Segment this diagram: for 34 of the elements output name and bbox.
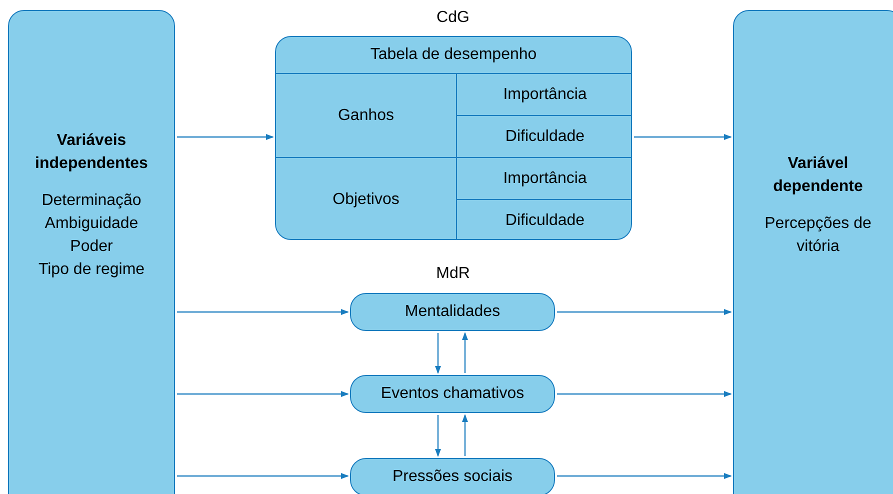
arrow [462,414,468,456]
group-heading: CdG [436,8,470,28]
panel-heading: Variável dependente [772,154,864,197]
panel-heading: Variáveis independentes [34,131,149,174]
table-cell: Importância [456,73,631,115]
variable-text: Percepções de vitória [764,214,872,257]
table-cell: Dificuldade [456,199,631,239]
arrow [557,473,732,479]
arrow [177,473,349,479]
group-heading: MdR [435,264,471,284]
process-pill: Pressões sociais [350,458,555,494]
performance-table [275,36,632,240]
variable-text: Ambiguidade [44,214,140,234]
table-cell: Ganhos [276,73,456,157]
variable-panel [8,10,175,494]
variable-text: Determinação [40,191,142,211]
table-cell: Importância [456,157,631,199]
arrow [462,332,468,373]
arrow [177,391,349,397]
arrow [435,333,441,374]
arrow [177,134,274,140]
table-cell: Dificuldade [456,115,631,157]
arrow [634,134,732,140]
arrow [177,309,349,315]
arrow [557,391,732,397]
variable-text: Tipo de regime [37,260,146,280]
process-pill: Mentalidades [350,293,555,331]
table-heading: Tabela de desempenho [369,45,538,65]
variable-panel [733,10,893,494]
arrow [435,415,441,457]
table-cell: Objetivos [276,157,456,239]
process-pill: Eventos chamativos [350,375,555,413]
variable-text: Poder [69,237,114,257]
arrow [557,309,732,315]
